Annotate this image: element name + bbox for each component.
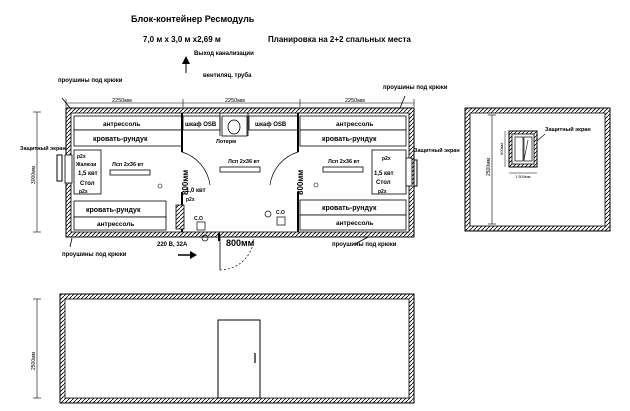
height-dimension-left: 3000мм [31,111,41,233]
protective-screen-left-label: Защитный экран [20,145,66,152]
svg-text:Жалюзи: Жалюзи [75,162,96,168]
dim-height: 3000мм [31,165,37,184]
right-bedroom: антрессоль кровать-рундук кровать-рундук… [299,115,413,231]
lugs-label-bottom-left: проушины под крюки [62,252,127,258]
central-utility-block: шкаф OSB шкаф OSB Лотерм 800мм 800мм Лсп… [175,113,305,242]
svg-text:шкаф OSB: шкаф OSB [255,121,287,128]
front-view: 2500мм [31,293,415,404]
svg-text:р2х: р2х [186,197,195,203]
svg-text:кровать-рундук: кровать-рундук [322,136,377,143]
table-right [371,149,407,195]
lamp-left-label: Лсп 2х36 вт [112,162,144,168]
svg-text:Стол: Стол [376,180,391,186]
drain-outlet-indicator: Выход канализации [182,51,254,73]
entrance-door: 800мм [218,233,255,271]
lamp-right-label: Лсп 2х36 вт [328,159,360,165]
door-width-right: 800мм [296,170,305,195]
svg-text:кровать-рундук: кровать-рундук [93,136,148,143]
svg-text:Стол: Стол [80,181,95,187]
svg-text:шкаф OSB: шкаф OSB [185,121,217,128]
svg-text:220 В, 32А: 220 В, 32А [157,242,188,248]
protective-screen-right-label: Защитный экран [414,147,460,154]
svg-text:антрессоль: антрессоль [336,220,373,227]
svg-text:антрессоль: антрессоль [336,121,373,128]
toilet-label: Лотерм [216,139,236,145]
lugs-label-top-right: проушины под крюки [383,85,448,91]
window-height: 800мм [499,143,504,155]
heater-left [64,154,73,184]
svg-text:кровать-рундук: кровать-рундук [322,205,377,212]
power-input: 220 В, 32А [157,242,197,259]
window-width: 1 500мм [515,174,531,179]
lugs-label-bottom-right: проушины под крюки [332,242,397,248]
lugs-label-top-left: проушины под крюки [58,78,123,84]
vent-pipe-label: вентиляц. труба [203,72,252,79]
door-width-entrance: 800мм [226,238,255,248]
lamp-center [219,166,261,173]
container-dimensions: 7,0 м х 3,0 м х2,69 м [143,35,221,44]
bunk-bed-top-right [299,129,407,147]
svg-text:1,5 квт: 1,5 квт [78,171,98,177]
table-left [73,149,102,195]
lamp-left [109,169,151,176]
top-dimension-line: 2250мм 2250мм 2250мм [65,98,415,107]
drawing-title: Блок-контейнер Ресмодуль [131,14,255,24]
dim-right: 2250мм [345,98,365,104]
door-width-left: 800мм [181,170,190,195]
door-arc-right [269,151,299,186]
protective-screen-left [56,154,63,182]
drain-outlet-label: Выход канализации [194,51,254,57]
heater-right [405,157,413,187]
svg-text:С.О: С.О [194,216,203,222]
svg-text:р2х: р2х [79,189,88,195]
door-arc-left [181,151,211,186]
dim-left: 2250мм [112,98,132,104]
svg-text:антрессоль: антрессоль [97,221,134,228]
front-door [217,319,261,399]
left-bedroom: антрессоль кровать-рундук кровать-рундук… [64,115,183,231]
svg-text:антрессоль: антрессоль [103,121,140,128]
svg-text:1,5 квт: 1,5 квт [374,171,394,177]
mezzanine-bottom-right [299,214,407,231]
svg-text:р2х: р2х [378,189,387,195]
front-view-height: 2500мм [31,351,37,370]
lamp-center-label: Лсп 2х36 вт [228,159,260,165]
heater-corridor [175,204,185,230]
lamp-right [322,166,364,173]
layout-note: Планировка на 2+2 спальных места [268,35,411,44]
svg-text:1,0 квт: 1,0 квт [186,188,206,194]
side-screen-label: Защитный экран [545,126,591,133]
side-view-height: 2500мм [486,157,492,176]
side-view: 2500мм 800мм 1 500мм Защитный экран [464,107,611,232]
svg-text:р2х: р2х [77,154,86,160]
dim-center: 2250мм [225,98,245,104]
mezzanine-bottom-left [73,216,167,231]
svg-text:р2х: р2х [382,156,391,162]
svg-text:С.О: С.О [276,210,285,216]
svg-text:кровать-рундук: кровать-рундук [86,207,141,214]
